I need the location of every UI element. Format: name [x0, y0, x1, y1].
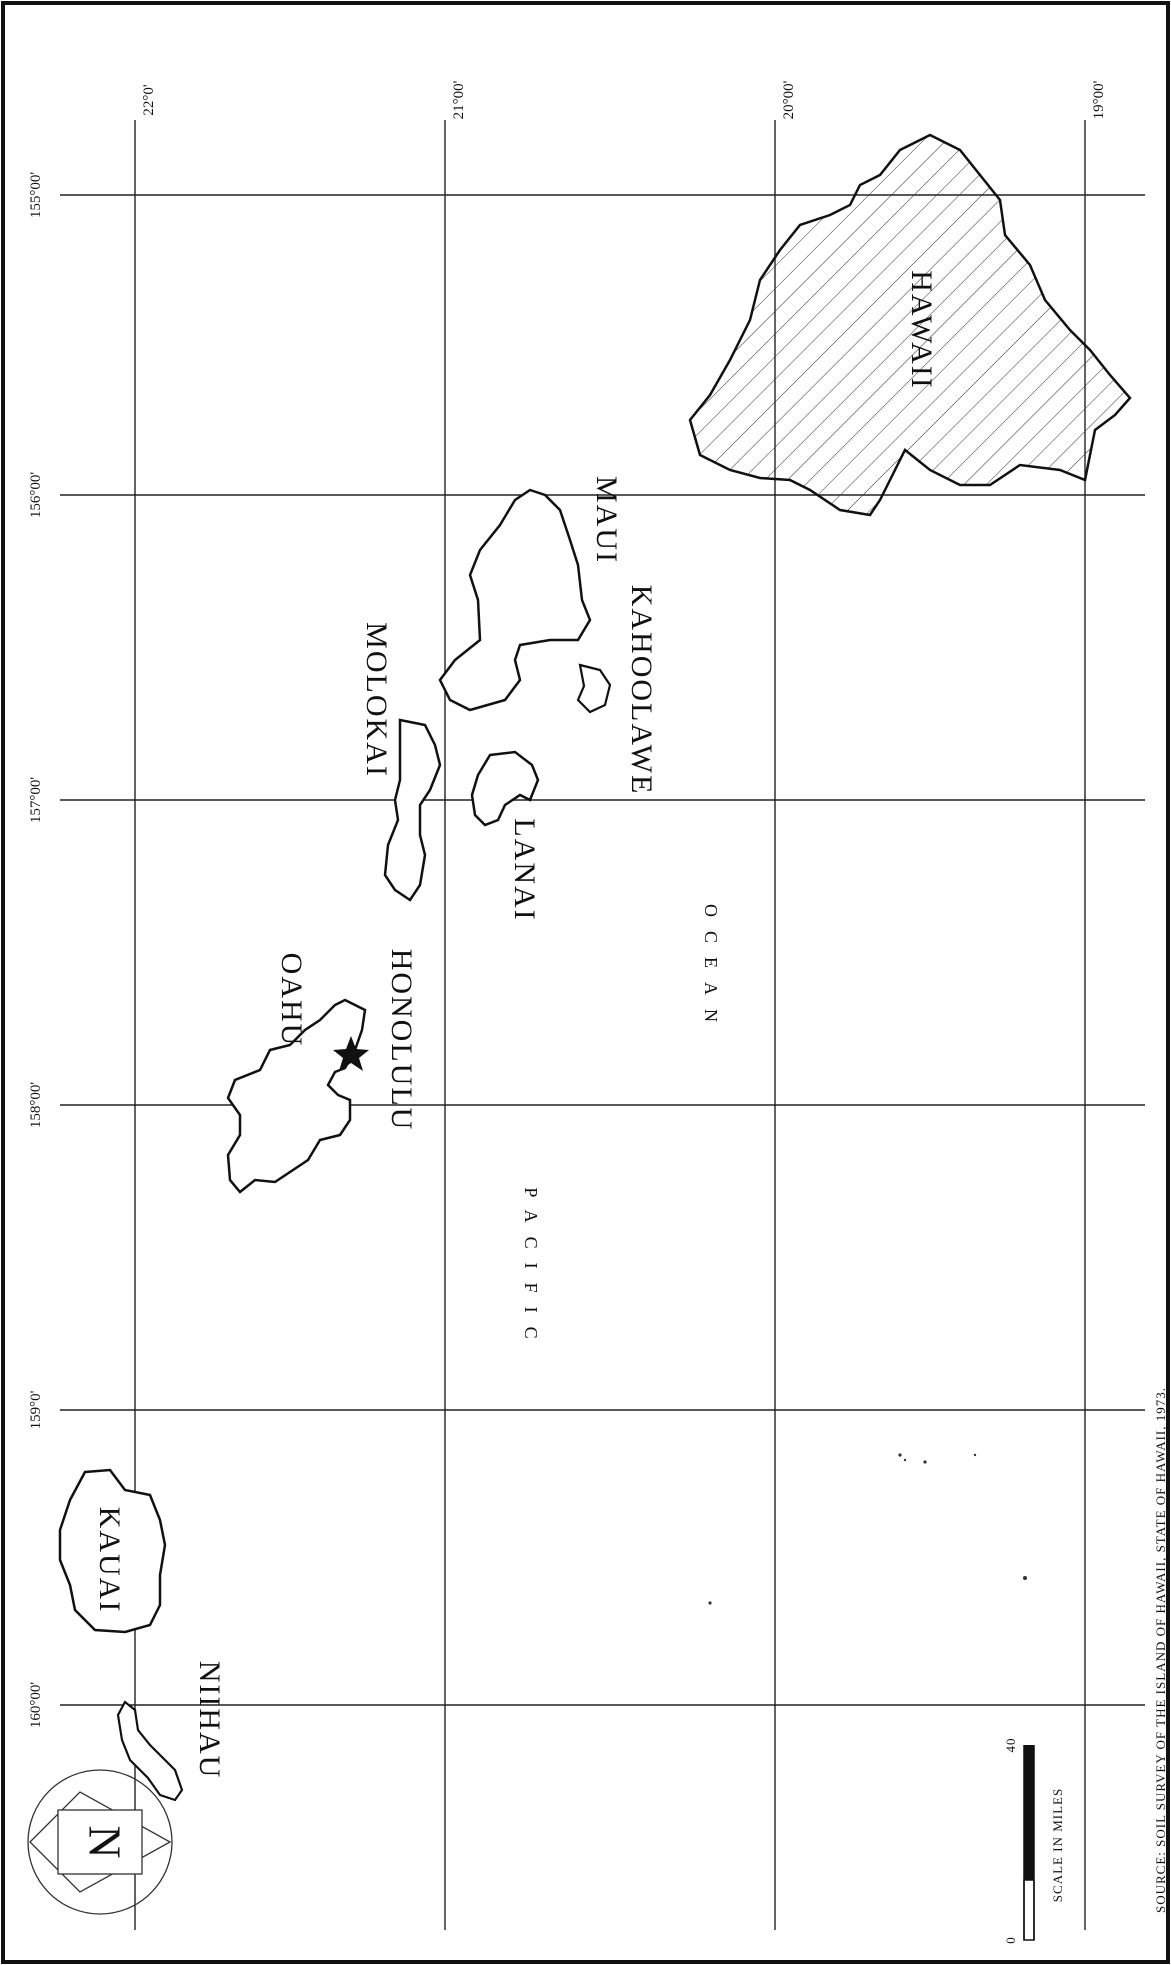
island-niihau	[116, 1700, 184, 1802]
lon-label-156: 156°00'	[28, 472, 44, 518]
honolulu-star-icon	[333, 1036, 369, 1071]
label-kahoolawe: KAHOOLAWE	[625, 585, 658, 796]
north-arrow-circle	[27, 1769, 173, 1915]
island-molokai	[383, 718, 442, 902]
island-oahu	[226, 998, 367, 1194]
label-niihau: NIIHAU	[193, 1661, 226, 1780]
island-kahoolawe	[576, 663, 612, 714]
lat-label-21: 21°00'	[451, 80, 467, 119]
north-arrow-icon	[29, 1791, 172, 1893]
label-honolulu: HONOLULU	[385, 949, 418, 1132]
label-molokai: MOLOKAI	[360, 622, 393, 778]
label-kauai: KAUAI	[93, 1507, 126, 1614]
scale-bar-white	[1023, 1879, 1035, 1941]
lat-label-20: 20°00'	[781, 80, 797, 119]
lat-label-22: 22°0'	[141, 84, 157, 115]
lon-label-155: 155°00'	[28, 172, 44, 218]
label-pacific: PACIFIC	[521, 1187, 541, 1352]
label-hawaii: HAWAII	[905, 270, 938, 390]
label-lanai: LANAI	[508, 818, 541, 921]
scale-label: SCALE IN MILES	[1050, 1788, 1065, 1902]
north-letter: N	[79, 1825, 130, 1858]
source-note: SOURCE: SOIL SURVEY OF THE ISLAND OF HAW…	[1153, 1387, 1168, 1913]
north-arrow: N	[27, 1769, 173, 1915]
island-kauai	[58, 1468, 167, 1634]
lon-label-159: 159°0'	[28, 1390, 44, 1429]
island-maui	[438, 488, 592, 712]
scale-label-zero: 0	[1003, 1936, 1018, 1944]
north-letter-box	[57, 1809, 143, 1875]
lon-label-158: 158°00'	[28, 1082, 44, 1128]
island-lanai	[470, 750, 540, 827]
label-maui: MAUI	[590, 476, 623, 564]
map-speckles	[708, 1453, 1027, 1605]
label-ocean: OCEAN	[701, 904, 721, 1036]
lat-label-19: 19°00'	[1091, 80, 1107, 119]
lon-label-160: 160°00'	[28, 1682, 44, 1728]
lon-label-157: 157°00'	[28, 777, 44, 823]
island-hawaii	[688, 133, 1132, 517]
scale-label-max: 40	[1003, 1738, 1018, 1753]
label-oahu: OAHU	[275, 953, 308, 1048]
scale-bar-black	[1024, 1745, 1034, 1880]
scale-bar: 40 0 SCALE IN MILES	[1003, 1738, 1065, 1944]
